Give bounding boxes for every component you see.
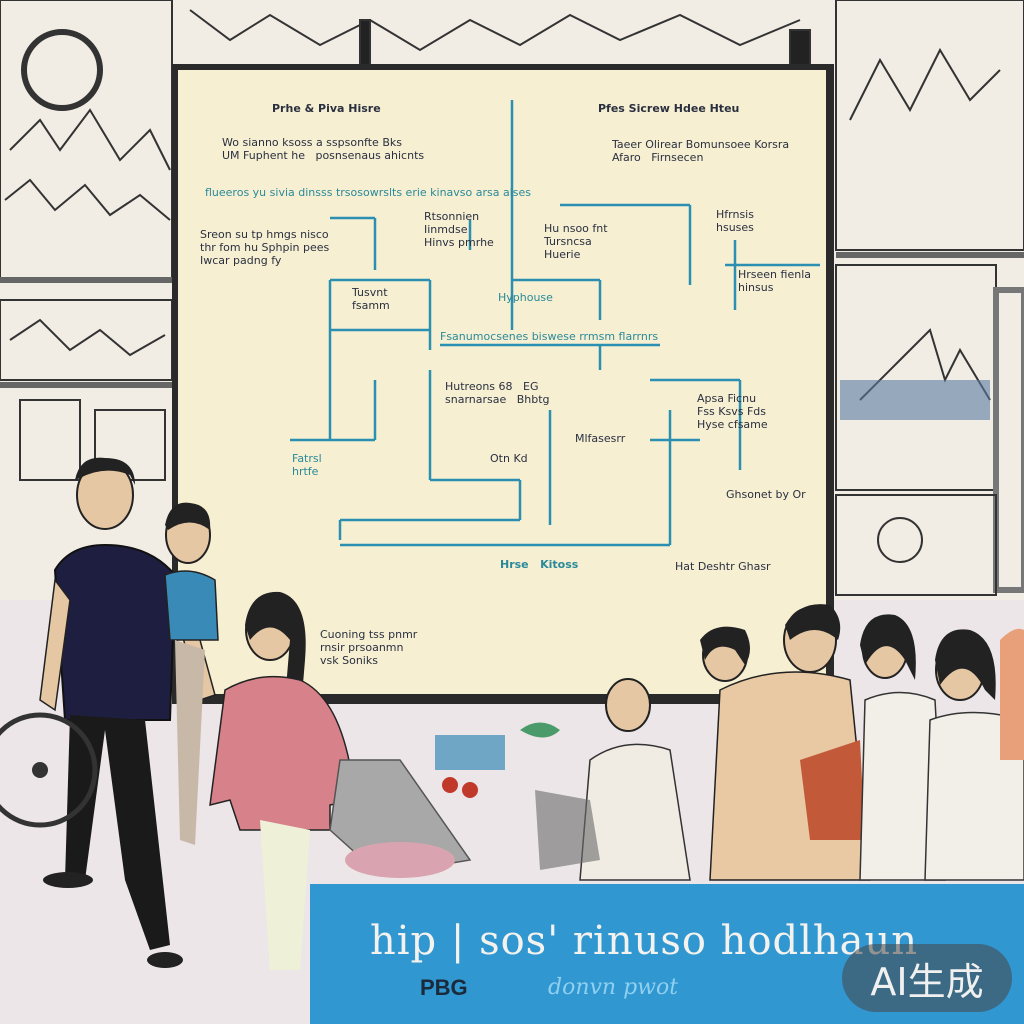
board-block-17: Hrse Kitoss xyxy=(500,558,579,571)
board-block-19: Cuoning tss pnmr rnsir prsoanmn vsk Soni… xyxy=(320,628,418,667)
board-block-1: Wo sianno ksoss a sspsonfte Bks UM Fuphe… xyxy=(222,136,425,162)
board-block-15: Otn Kd xyxy=(490,452,528,465)
board-block-5: Rtsonnien Iinmdse Hinvs pmrhe xyxy=(424,210,494,249)
board-block-6: Hu nsoo fnt Tursncsa Huerie xyxy=(544,222,608,261)
board-block-4: Sreon su tp hmgs nisco thr fom hu Sphpin… xyxy=(200,228,330,267)
banner-subtitle: PBG xyxy=(420,975,468,1000)
banner-scribble: donvn pwot xyxy=(548,975,679,1000)
board-block-13: Apsa Ficnu Fss Ksvs Fds Hyse cfsame xyxy=(697,392,768,431)
board-header-right: Pfes Sicrew Hdee Hteu xyxy=(598,102,740,115)
board-block-14: Fatrsl hrtfe xyxy=(292,452,322,478)
board-block-9: Tusvnt fsamm xyxy=(352,286,390,312)
board-block-16: Mlfasesrr xyxy=(575,432,626,445)
board-block-11: Fsanumocsenes biswese rrmsm flarrnrs xyxy=(440,330,659,343)
ai-generated-badge: AI生成 xyxy=(842,944,1012,1012)
board-block-10: Hyphouse xyxy=(498,291,553,304)
banner-title: hip | sos' rinuso hodlhaun xyxy=(370,918,919,964)
board-block-12: Hutreons 68 EG snarnarsae Bhbtg xyxy=(445,380,550,406)
board-block-7: Hfrnsis hsuses xyxy=(716,208,754,234)
board-block-2: Taeer Olirear Bomunsoee Korsra Afaro Fir… xyxy=(612,138,790,164)
board-block-20: Hat Deshtr Ghasr xyxy=(675,560,771,573)
board-header-left: Prhe & Piva Hisre xyxy=(272,102,381,115)
board-block-18: Ghsonet by Or xyxy=(726,488,806,501)
board-block-8: Hrseen fienla hinsus xyxy=(738,268,811,294)
board-block-3: flueeros yu sivia dinsss trsosowrslts er… xyxy=(205,186,532,199)
